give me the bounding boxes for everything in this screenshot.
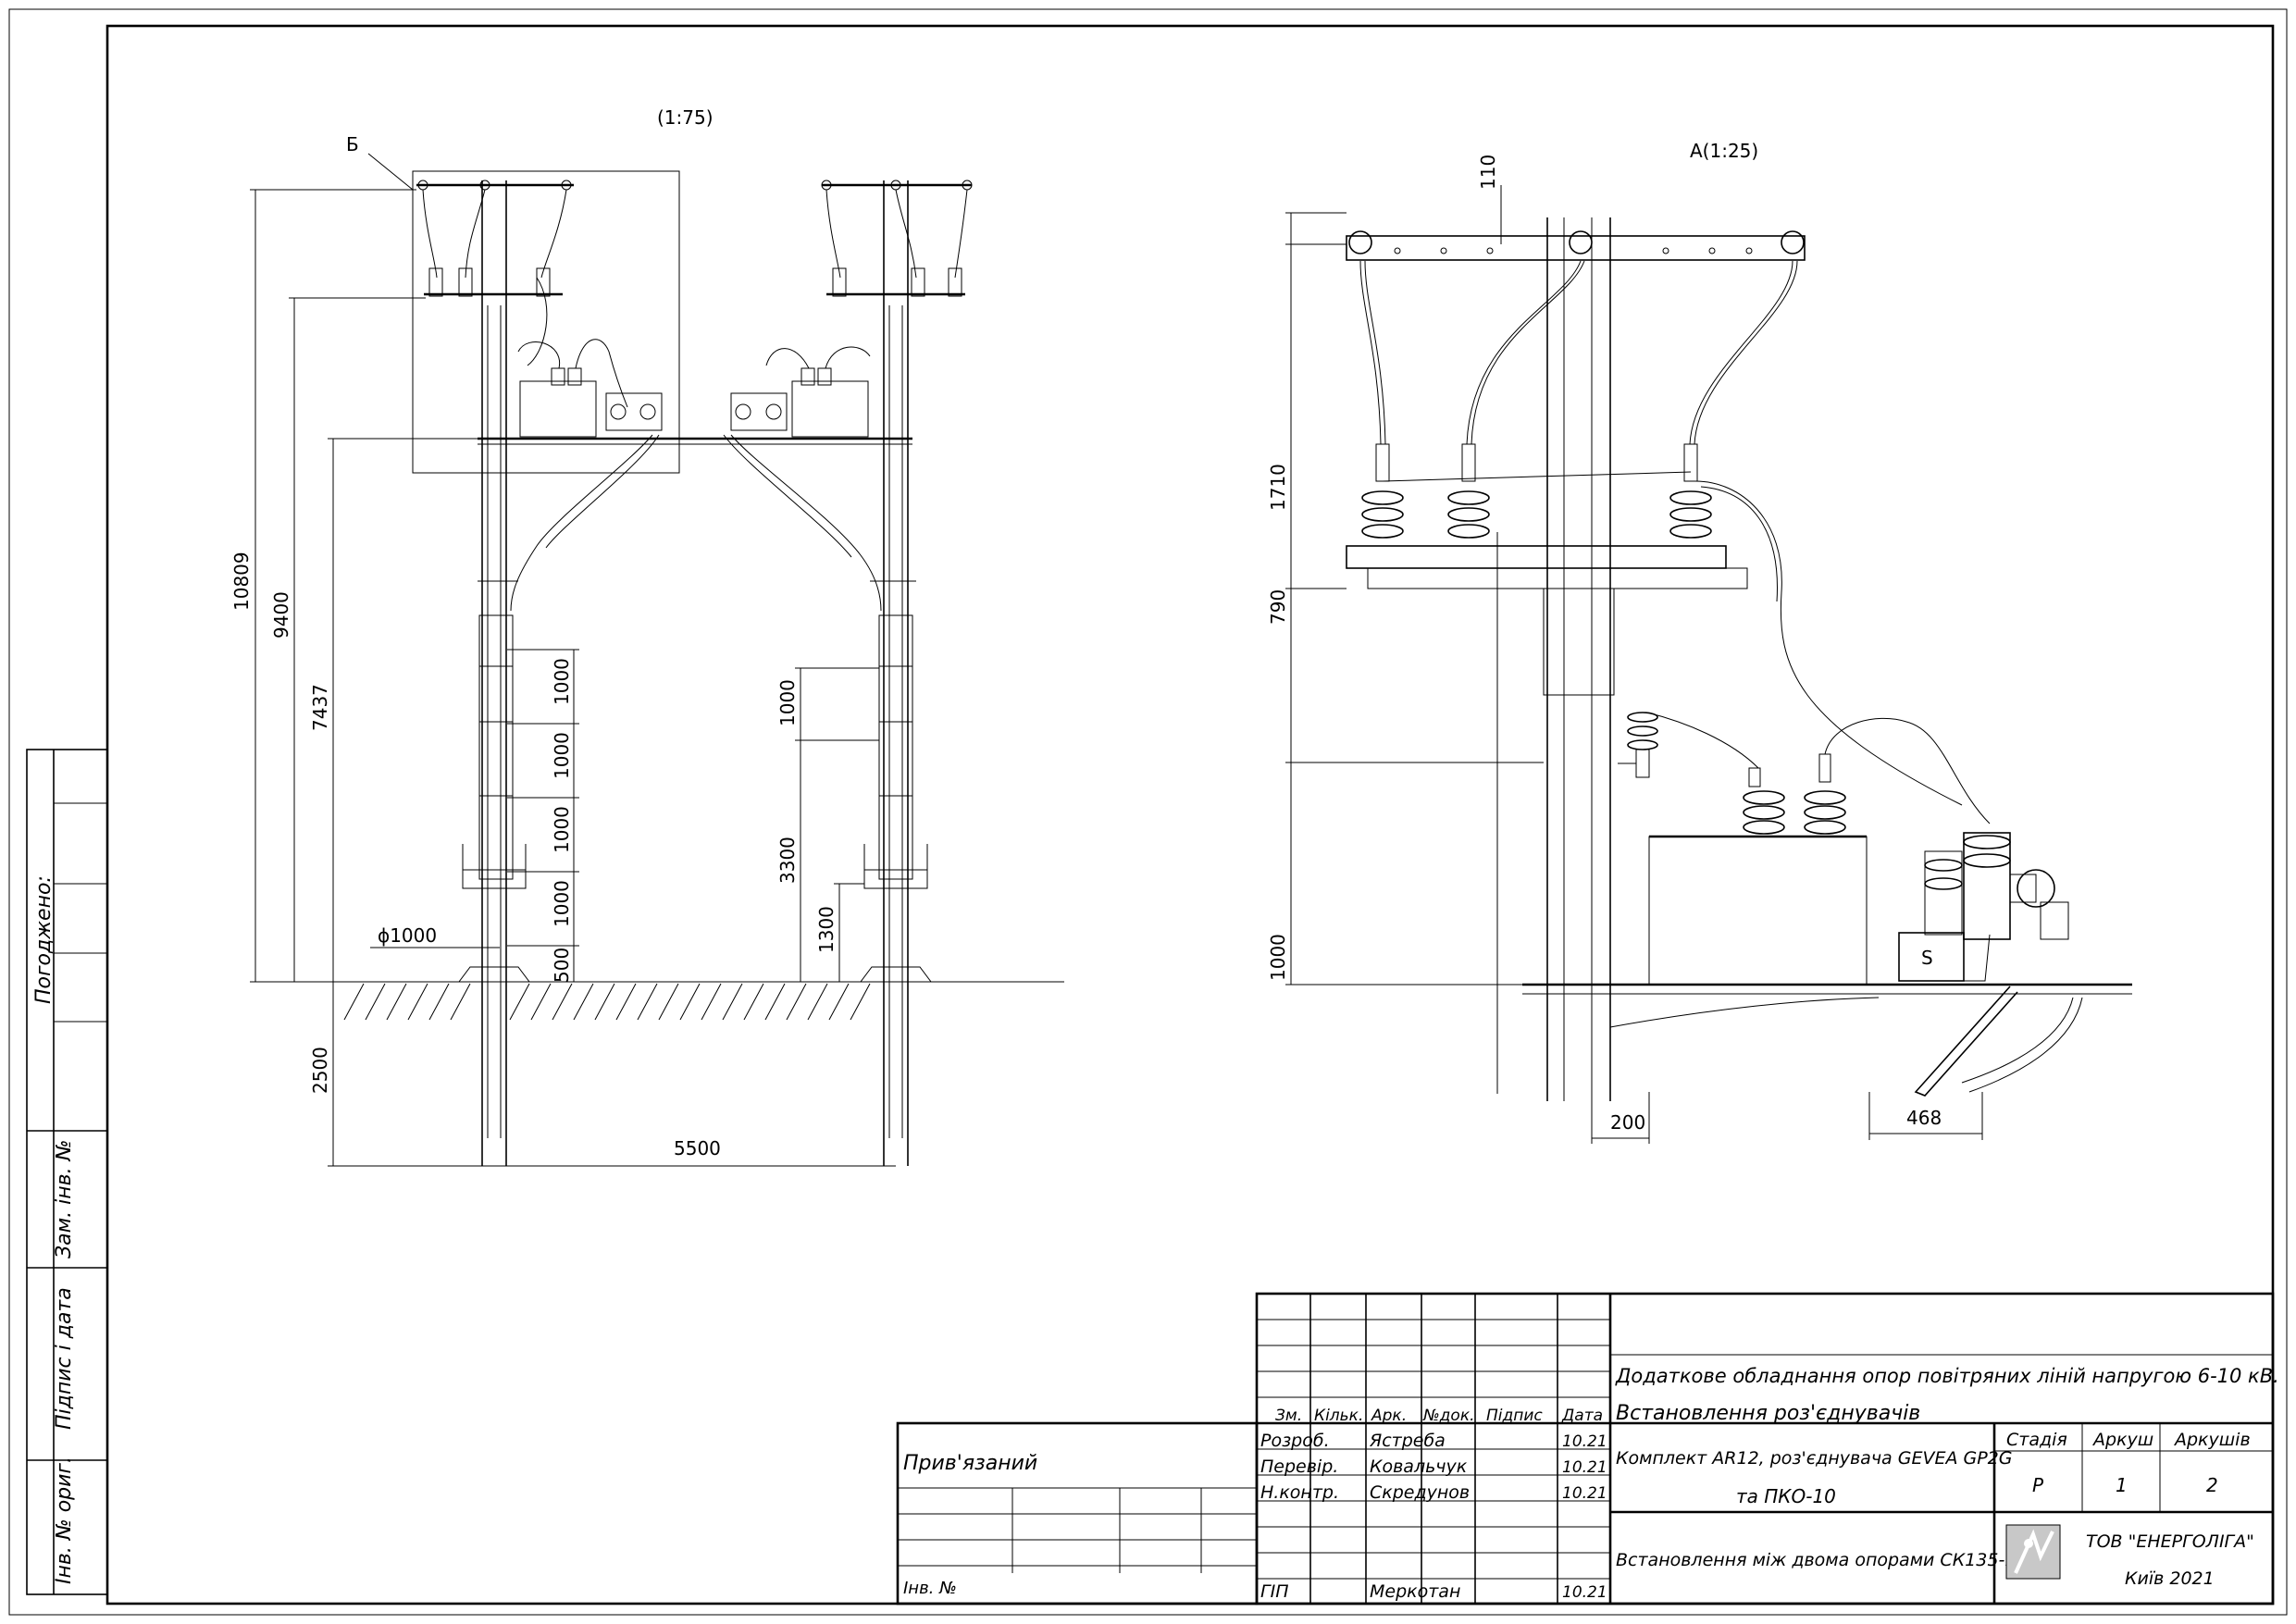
- dim-top-110: 110: [1477, 155, 1499, 190]
- insulators-row: [1361, 443, 1712, 539]
- approved-label: Погоджено:: [32, 875, 56, 1004]
- left-pole-crossarm: [416, 180, 574, 366]
- hdr-sheet: Арк.: [1371, 1407, 1407, 1425]
- lower-crossarm: [1346, 545, 1727, 569]
- dim-total-height: 10809: [230, 552, 253, 611]
- dim-200: 200: [1610, 1111, 1645, 1134]
- right-disconnector: [730, 392, 788, 431]
- sheet-title-line1: Комплект AR12, роз'єднувача GEVEA GP2G: [1616, 1448, 2013, 1469]
- lower-insulators: [1648, 753, 1868, 986]
- project-title: Додаткове обладнання опор повітряних лін…: [1615, 1365, 2279, 1387]
- switch-s-label: S: [1921, 947, 1933, 969]
- left-transformer-box: [519, 380, 597, 438]
- hdr-doc-no: №док.: [1422, 1407, 1475, 1425]
- platform-brace: [1914, 986, 2018, 1097]
- dim-span: 5500: [674, 1137, 721, 1159]
- sheet-title-line2: та ПКО-10: [1736, 1485, 1836, 1507]
- row-date-1: 10.21: [1562, 1432, 1607, 1451]
- ground-hatch: [343, 983, 871, 1021]
- stage-value: Р: [2032, 1474, 2044, 1496]
- dim-ladder-1: 1000: [551, 658, 573, 705]
- surge-arrester: [1618, 712, 1658, 778]
- row-date-3: 10.21: [1562, 1484, 1607, 1503]
- drawing-name: Встановлення між двома опорами СК135-12: [1616, 1550, 2027, 1570]
- outer-border: [8, 8, 2288, 1616]
- right-transformer-box: [791, 380, 869, 438]
- row-name-4: Меркотан: [1370, 1581, 1460, 1602]
- row-role-1: Розроб.: [1260, 1431, 1330, 1451]
- sign-date-label: Підпис і дата: [53, 1287, 76, 1430]
- dim-crossarm-height: 9400: [270, 591, 292, 638]
- row-role-2: Перевір.: [1260, 1457, 1338, 1477]
- dim-1000: 1000: [1267, 934, 1289, 981]
- dim-base-500: 500: [551, 948, 573, 983]
- dim-468: 468: [1906, 1107, 1942, 1129]
- callout-b-label: Б: [346, 133, 359, 155]
- row-name-2: Ковальчук: [1370, 1457, 1468, 1477]
- right-dimensions: 110 1710 790 1000 200 468: [1267, 155, 1983, 1144]
- sheets-label: Аркушів: [2173, 1430, 2251, 1450]
- hdr-count: Кільк.: [1314, 1407, 1363, 1425]
- row-role-4: ГІП: [1260, 1581, 1288, 1602]
- inv-orig-label: Інв. № ориг.: [53, 1457, 76, 1584]
- detail-b-frame: [412, 170, 680, 474]
- row-name-1: Ястреба: [1369, 1431, 1446, 1451]
- dim-ladder-4: 1000: [551, 880, 573, 927]
- replaced-inv-label: Зам. інв. №: [53, 1140, 76, 1259]
- dim-ladder-3: 1000: [551, 806, 573, 853]
- dim-underground: 2500: [309, 1047, 331, 1094]
- left-scale-label: (1:75): [657, 106, 714, 129]
- bound-label: Прив'язаний: [903, 1452, 1037, 1475]
- dim-diameter: ϕ1000: [378, 924, 437, 947]
- pole-clamp: [1543, 588, 1615, 696]
- stage-label: Стадія: [2006, 1430, 2067, 1450]
- right-scale-label: A(1:25): [1690, 140, 1758, 162]
- left-disconnector: [605, 392, 663, 431]
- sheet-value: 1: [2116, 1474, 2128, 1496]
- dim-790: 790: [1267, 589, 1289, 625]
- row-name-3: Скредунов: [1370, 1482, 1470, 1503]
- top-crossarm: [1346, 230, 1806, 261]
- right-view: A(1:25): [1267, 140, 2132, 1144]
- section-title: Встановлення роз'єднувачів: [1616, 1402, 1920, 1425]
- dim-right-1300: 1300: [815, 906, 838, 953]
- hdr-date: Дата: [1561, 1407, 1603, 1425]
- dim-1710: 1710: [1267, 464, 1289, 511]
- right-pole: [860, 180, 932, 1166]
- left-pole: [458, 180, 530, 1166]
- left-dimensions: 10809 9400 7437 2500 5500 ϕ1000 1000 100…: [230, 189, 896, 1167]
- row-role-3: Н.контр.: [1260, 1482, 1339, 1503]
- dim-right-3300: 3300: [776, 837, 799, 884]
- sheet-label: Аркуш: [2091, 1430, 2153, 1450]
- dim-right-1000: 1000: [776, 679, 799, 726]
- right-pole-crossarm: [821, 180, 973, 297]
- dim-ladder-2: 1000: [551, 732, 573, 779]
- row-date-4: 10.21: [1562, 1583, 1607, 1602]
- dim-platform-height: 7437: [309, 684, 331, 731]
- title-block: Прив'язаний Інв. № Зм. Кільк. Арк. №док.…: [896, 1292, 2279, 1605]
- pko-switch: S: [1898, 832, 2069, 982]
- row-date-2: 10.21: [1562, 1458, 1607, 1477]
- city-year: Київ 2021: [2125, 1568, 2215, 1589]
- company-logo: [2005, 1524, 2061, 1580]
- hdr-signature: Підпис: [1486, 1407, 1543, 1425]
- sheets-value: 2: [2206, 1474, 2218, 1496]
- left-view: (1:75) Б: [230, 106, 1064, 1167]
- hdr-change: Зм.: [1275, 1407, 1302, 1425]
- side-stamp: Погоджено: Зам. інв. № Підпис і дата Інв…: [26, 749, 108, 1595]
- inv-no-label: Інв. №: [903, 1579, 957, 1598]
- company-name: ТОВ "ЕНЕРГОЛІГА": [2086, 1531, 2254, 1552]
